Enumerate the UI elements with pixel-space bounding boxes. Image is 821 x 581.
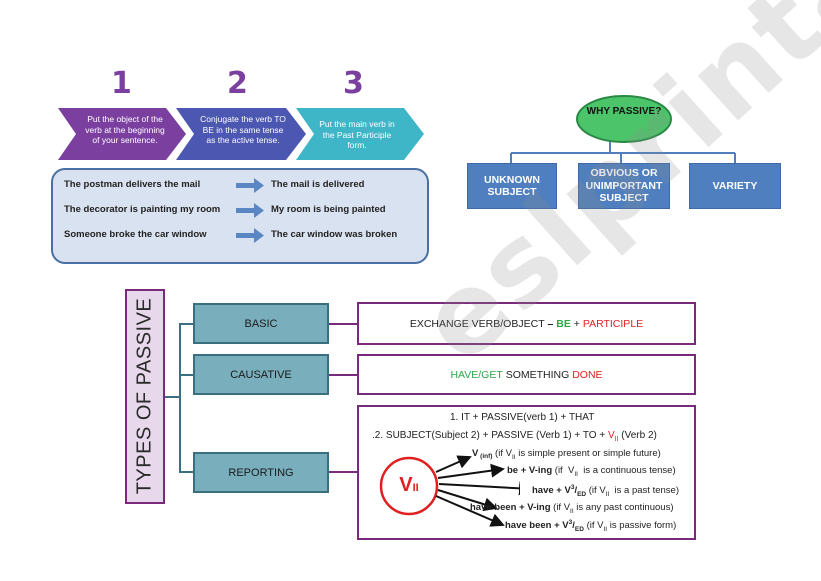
causative-have-get: HAVE/GET (450, 368, 503, 381)
causative-something: SOMETHING (502, 368, 573, 381)
why-oval (576, 95, 672, 143)
step-number-3: 3 (343, 66, 364, 101)
connector (329, 374, 357, 376)
basic-sep: – (544, 317, 557, 330)
reason-obvious-subject: OBVIOUS OR UNIMPORTANT SUBJECT (578, 163, 670, 209)
type-causative: CAUSATIVE (193, 354, 329, 395)
step-number-1: 1 (111, 66, 132, 101)
verb-circle-label: VII (399, 474, 419, 496)
step-3-text: Put the main verb in the Past Participle… (319, 119, 395, 150)
example-passive-1: The mail is delivered (271, 179, 365, 190)
verb-circle (379, 456, 439, 516)
causative-description: HAVE/GET SOMETHING DONE (357, 354, 696, 395)
connector (329, 471, 357, 473)
basic-participle: PARTICIPLE (582, 317, 644, 330)
example-passive-2: My room is being painted (271, 204, 386, 215)
step-1-text: Put the object of the verb at the beginn… (85, 114, 165, 145)
rule-2: be + V-ing (if VII is a continuous tense… (507, 465, 676, 478)
types-title-box (125, 289, 165, 504)
rule-4: have been + V-ing (if VII is any past co… (470, 502, 674, 515)
rule-1: V (inf) (if VII is simple present or sim… (472, 448, 661, 461)
reporting-description (357, 405, 696, 540)
basic-exchange: EXCHANGE VERB/OBJECT (409, 317, 545, 330)
basic-description: EXCHANGE VERB/OBJECT – BE + PARTICIPLE (357, 302, 696, 345)
arrow-right-icon (236, 178, 264, 243)
type-reporting: REPORTING (193, 452, 329, 493)
reason-unknown-subject: UNKNOWN SUBJECT (467, 163, 557, 209)
connector (165, 396, 179, 398)
example-passive-3: The car window was broken (271, 229, 398, 240)
step-2-text: Conjugate the verb TO BE in the same ten… (200, 114, 286, 145)
steps-chevrons (58, 108, 424, 160)
example-active-2: The decorator is painting my room (64, 204, 221, 215)
why-question: WHY PASSIVE? (586, 106, 662, 117)
rule-3: have + V3/ED (if VII is a past tense) (532, 484, 679, 499)
types-title: TYPES OF PASSIVE (133, 297, 156, 495)
chevron-step-2 (176, 108, 306, 160)
connector (179, 323, 193, 325)
causative-done: DONE (572, 368, 603, 381)
type-basic: BASIC (193, 303, 329, 344)
connector (179, 374, 193, 376)
example-active-3: Someone broke the car window (64, 229, 207, 240)
reporting-line-1: 1. IT + PASSIVE(verb 1) + THAT (450, 412, 595, 423)
chevron-step-3 (296, 108, 424, 160)
basic-be: BE (556, 317, 571, 330)
connector (179, 471, 193, 473)
connector (179, 323, 181, 472)
reporting-arrows (435, 455, 520, 527)
chevron-step-1 (58, 108, 186, 160)
step-number-2: 2 (227, 66, 248, 101)
rule-5: have been + V3/ED (if VII is passive for… (505, 519, 677, 534)
connector (329, 323, 357, 325)
reporting-line-2-v: VII (607, 430, 619, 443)
example-arrows (236, 178, 264, 243)
reporting-line-2b: (Verb 2) (618, 430, 657, 441)
basic-plus: + (570, 317, 583, 330)
reporting-line-2a: .2. SUBJECT(Subject 2) + PASSIVE (Verb 1… (372, 430, 608, 441)
reason-variety: VARIETY (689, 163, 781, 209)
example-active-1: The postman delivers the mail (64, 179, 201, 190)
why-connectors (510, 141, 736, 163)
reporting-line-2: .2. SUBJECT(Subject 2) + PASSIVE (Verb 1… (372, 430, 657, 443)
